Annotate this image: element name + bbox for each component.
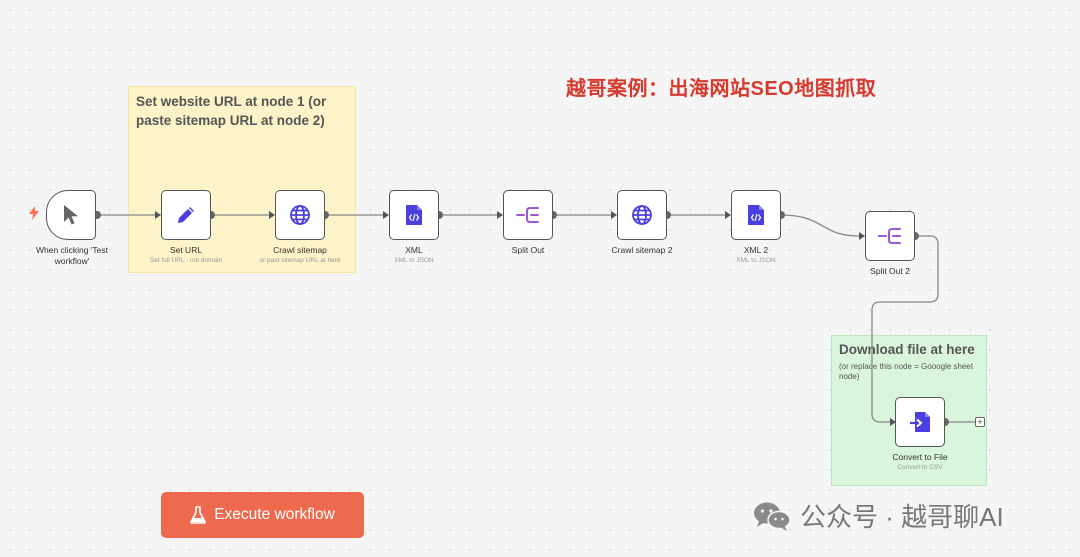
add-node-plus-icon[interactable]: + [975, 417, 985, 427]
node-label: XML [405, 245, 423, 255]
node-manual-trigger[interactable] [46, 190, 96, 240]
node-subtitle: or past sitemap URL at here [259, 257, 341, 264]
split-out-icon [516, 207, 539, 223]
sticky-note-body: (or replace this node = Gooogle sheet no… [839, 362, 974, 381]
node-label: When clicking 'Test workflow' [35, 245, 108, 266]
sticky-note-set-url[interactable]: Set website URL at node 1 (or paste site… [128, 86, 356, 273]
xml-file-icon [406, 205, 422, 225]
node-label: Crawl sitemap [273, 245, 327, 255]
watermark: 公众号 · 越哥聊AI [752, 497, 1004, 534]
lightning-icon [29, 206, 39, 220]
node-label: Split Out 2 [870, 266, 910, 276]
xml-file-icon [748, 205, 764, 225]
convert-file-icon [910, 412, 930, 432]
node-subtitle: Convert to CSV [897, 464, 943, 471]
node-split-out[interactable] [503, 190, 553, 240]
node-label: Crawl sitemap 2 [611, 245, 673, 255]
node-xml-2[interactable] [731, 190, 781, 240]
node-subtitle: Set full URL - not domain [149, 257, 223, 264]
sticky-note-download[interactable]: Download file at here (or replace this n… [831, 335, 987, 486]
execute-workflow-button[interactable]: Execute workflow [161, 492, 364, 538]
wechat-icon [754, 502, 791, 531]
globe-icon [290, 205, 310, 225]
node-subtitle: XML to JSON [736, 257, 776, 264]
node-xml[interactable] [389, 190, 439, 240]
node-label: Split Out [511, 245, 545, 255]
node-split-out-2[interactable] [865, 211, 915, 261]
node-subtitle: XML to JSON [394, 257, 434, 264]
flask-icon [190, 506, 207, 524]
sticky-note-title: Set website URL at node 1 (or paste site… [136, 94, 327, 128]
node-label: Convert to File [892, 452, 948, 462]
node-label: XML 2 [743, 245, 769, 255]
node-crawl-sitemap-2[interactable] [617, 190, 667, 240]
globe-icon [632, 205, 652, 225]
pencil-icon [178, 207, 194, 223]
watermark-text: 公众号 · 越哥聊AI [800, 502, 1004, 532]
node-crawl-sitemap[interactable] [275, 190, 325, 240]
sticky-note-title: Download file at here [839, 342, 975, 357]
cursor-icon [64, 205, 78, 225]
node-convert-to-file[interactable] [895, 397, 945, 447]
execute-workflow-label: Execute workflow [214, 506, 335, 523]
node-label: Set URL [169, 245, 203, 255]
page-headline: 越哥案例：出海网站SEO地图抓取 [566, 78, 877, 100]
split-out-icon [878, 228, 901, 244]
node-set-url[interactable] [161, 190, 211, 240]
